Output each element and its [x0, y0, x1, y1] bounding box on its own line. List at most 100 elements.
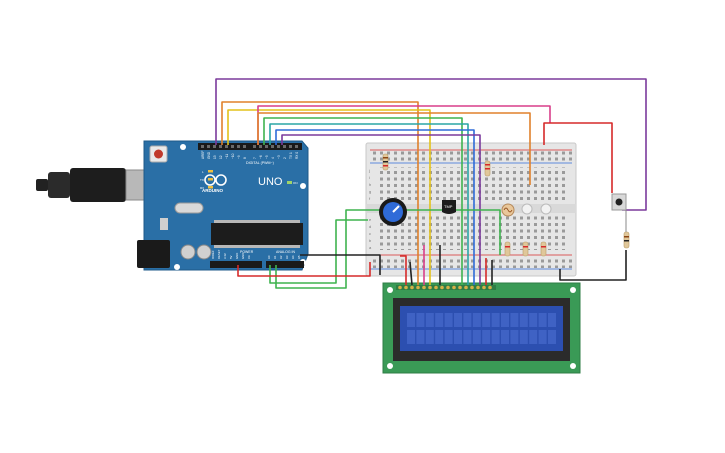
lcd-character-cell [444, 330, 453, 344]
mounting-hole [174, 264, 180, 270]
wires [215, 78, 647, 289]
wire-red-button[interactable] [543, 122, 613, 193]
crystal-oscillator [174, 202, 204, 214]
resistor-band [485, 164, 490, 166]
lcd-16x2-module[interactable] [382, 282, 581, 374]
lcd-character-cell [491, 330, 500, 344]
mounting-hole [387, 287, 393, 293]
arduino-uno-board[interactable]: AREF GND 13 12 ~11 ~10 ~9 8 7 ~6 ~5 4 ~3… [36, 140, 309, 271]
resistor-band [523, 246, 528, 248]
lcd-character-cell [491, 313, 500, 327]
pin-label: IOREF [211, 250, 215, 259]
push-button-cap[interactable] [615, 198, 623, 206]
header-pin [253, 145, 256, 148]
push-button[interactable] [611, 193, 627, 211]
wire-red-lcd-vdd[interactable] [400, 255, 407, 285]
digital-pin-labels: AREF GND 13 12 ~11 ~10 ~9 8 7 ~6 ~5 4 ~3… [201, 150, 299, 159]
lcd-character-cell [407, 330, 415, 344]
reset-button-cap[interactable] [154, 149, 163, 159]
lcd-character-cell [454, 330, 462, 344]
lcd-character-cell [425, 313, 434, 327]
mounting-hole [570, 287, 576, 293]
wire-teal-pin5[interactable] [269, 123, 469, 285]
arduino-brand-text: ARDUINO [202, 188, 223, 193]
potentiometer[interactable] [379, 198, 407, 226]
breadboard-power-rail-bottom [372, 257, 572, 268]
wire-orange-pin11[interactable] [221, 101, 419, 285]
mounting-hole [300, 183, 306, 189]
leds[interactable] [521, 203, 552, 215]
lcd-character-cell [425, 330, 434, 344]
lcd-header-pin [416, 285, 420, 290]
lcd-header-pin [440, 285, 444, 290]
logo-loop-right [215, 174, 227, 186]
mounting-hole [387, 363, 393, 369]
header-pin [213, 145, 216, 148]
pin-label: RX 0 [295, 152, 299, 159]
arduino-logo: ARDUINO [202, 174, 227, 193]
header-pin [243, 145, 246, 148]
lcd-header-pin [476, 285, 480, 290]
lcd-character-cell [435, 330, 444, 344]
pin-label: ~5 [265, 155, 269, 159]
mounting-hole [180, 144, 186, 150]
wire-yellow-pin10[interactable] [227, 109, 431, 285]
usb-cable-connector [70, 168, 126, 202]
led-label: L [202, 170, 204, 174]
resistor-band [383, 161, 388, 163]
resistor-top-left[interactable] [382, 153, 389, 171]
resistor-band [541, 246, 546, 248]
pin-label: RESET [217, 249, 221, 259]
pin-label: A5 [297, 255, 301, 259]
led-white[interactable] [521, 203, 533, 215]
header-pin [283, 145, 286, 148]
wire-black-lcd-vss[interactable] [409, 261, 413, 286]
wire-green-a1[interactable] [275, 209, 501, 289]
lcd-character-cell [472, 330, 481, 344]
wire-blue-pin4[interactable] [275, 129, 475, 285]
lcd-pins [398, 285, 492, 290]
pin-label: A0 [267, 255, 271, 259]
usb-cable-plug-end [36, 179, 48, 191]
wire-black-resistor-gnd[interactable] [559, 250, 627, 281]
chip-legs-bottom [214, 245, 300, 248]
resistors-lower[interactable] [504, 241, 547, 257]
atmega-chip [211, 223, 303, 245]
header-pin [265, 145, 268, 148]
wire-pink-pin7[interactable] [257, 105, 551, 145]
digital-pin-header [198, 143, 302, 150]
wire-red-5v[interactable] [237, 262, 371, 277]
header-pin [225, 145, 228, 148]
temperature-sensor[interactable]: TMP [442, 200, 456, 214]
lcd-header-pin [470, 285, 474, 290]
lcd-header-pin [464, 285, 468, 290]
breadboard-row-letters: j i h g f e d c b a [368, 168, 372, 250]
wire-purple-pin12-to-button[interactable] [215, 78, 647, 211]
header-pin [259, 145, 262, 148]
button-resistor[interactable] [623, 231, 630, 249]
lcd-character-cell [501, 330, 509, 344]
logo-loop-left [204, 174, 216, 186]
header-pin [231, 145, 234, 148]
photoresistor[interactable] [501, 203, 515, 217]
breadboard-power-rail-top [372, 151, 572, 162]
potentiometer-indicator [392, 205, 400, 213]
resistor-band [505, 246, 510, 248]
lcd-header-pin [446, 285, 450, 290]
header-pin [207, 145, 210, 148]
power-section-label: POWER [240, 250, 254, 254]
digital-section-label: DIGITAL (PWM~) [246, 161, 274, 165]
row-letter: a [369, 245, 372, 250]
lcd-character-cell [416, 313, 425, 327]
resistor-middle[interactable] [484, 160, 491, 177]
row-letter: i [369, 175, 370, 180]
bottom-pin-labels: IOREF RESET 3.3V 5V GND GND Vin A0 A1 A2… [211, 249, 301, 259]
wire-black-gnd[interactable] [300, 254, 381, 275]
wire-green-pin6[interactable] [263, 117, 463, 285]
lcd-character-cell [444, 313, 453, 327]
header-pin [237, 145, 240, 148]
led-white[interactable] [540, 203, 552, 215]
lcd-character-cell [407, 313, 415, 327]
header-pin [295, 145, 298, 148]
